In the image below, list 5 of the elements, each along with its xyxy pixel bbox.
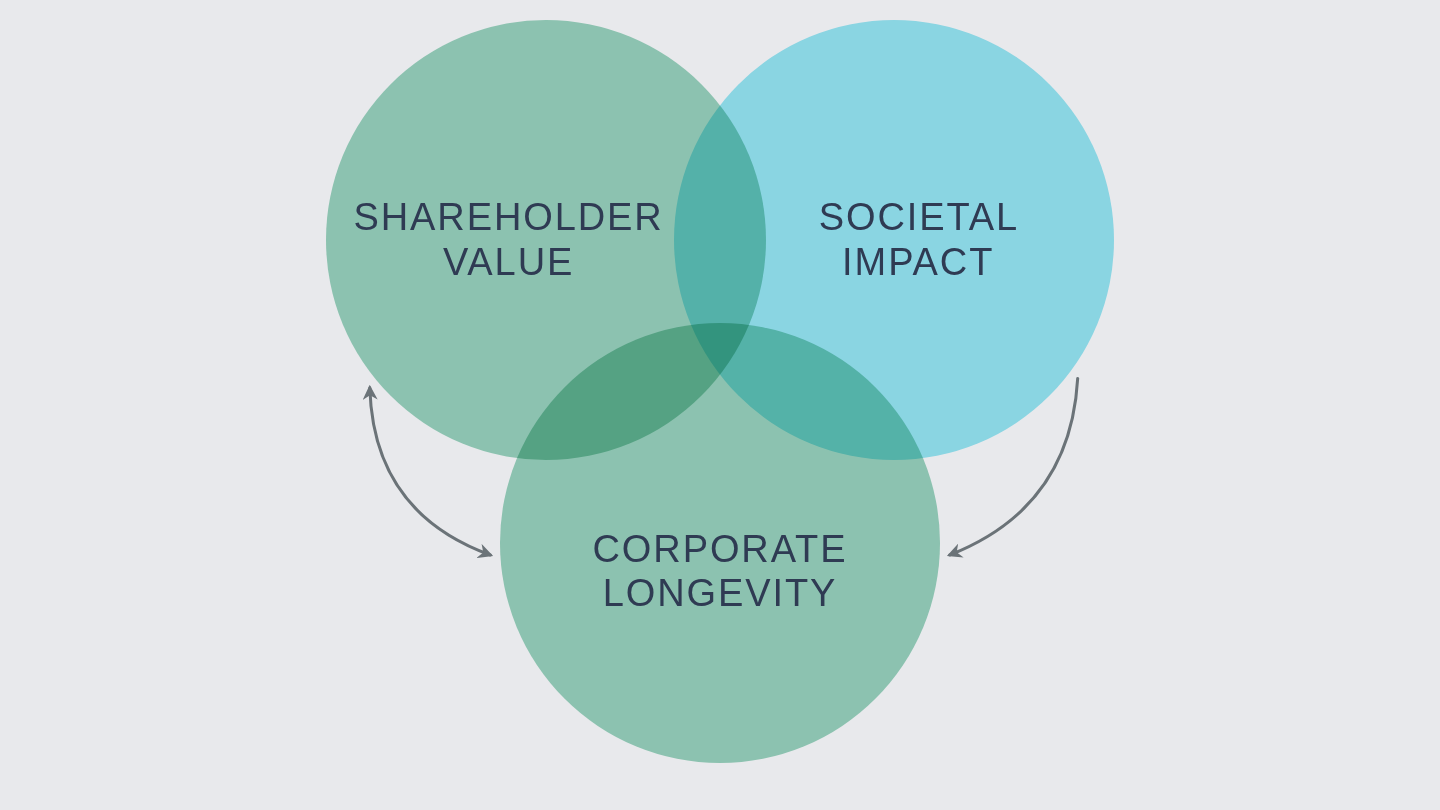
- circle-label: SHAREHOLDER VALUE: [353, 195, 664, 285]
- curved-arrow: [946, 376, 1080, 558]
- circle-label: SOCIETAL IMPACT: [818, 195, 1018, 285]
- circle-label: CORPORATE LONGEVITY: [592, 526, 848, 617]
- double-headed-arrow: [363, 384, 494, 558]
